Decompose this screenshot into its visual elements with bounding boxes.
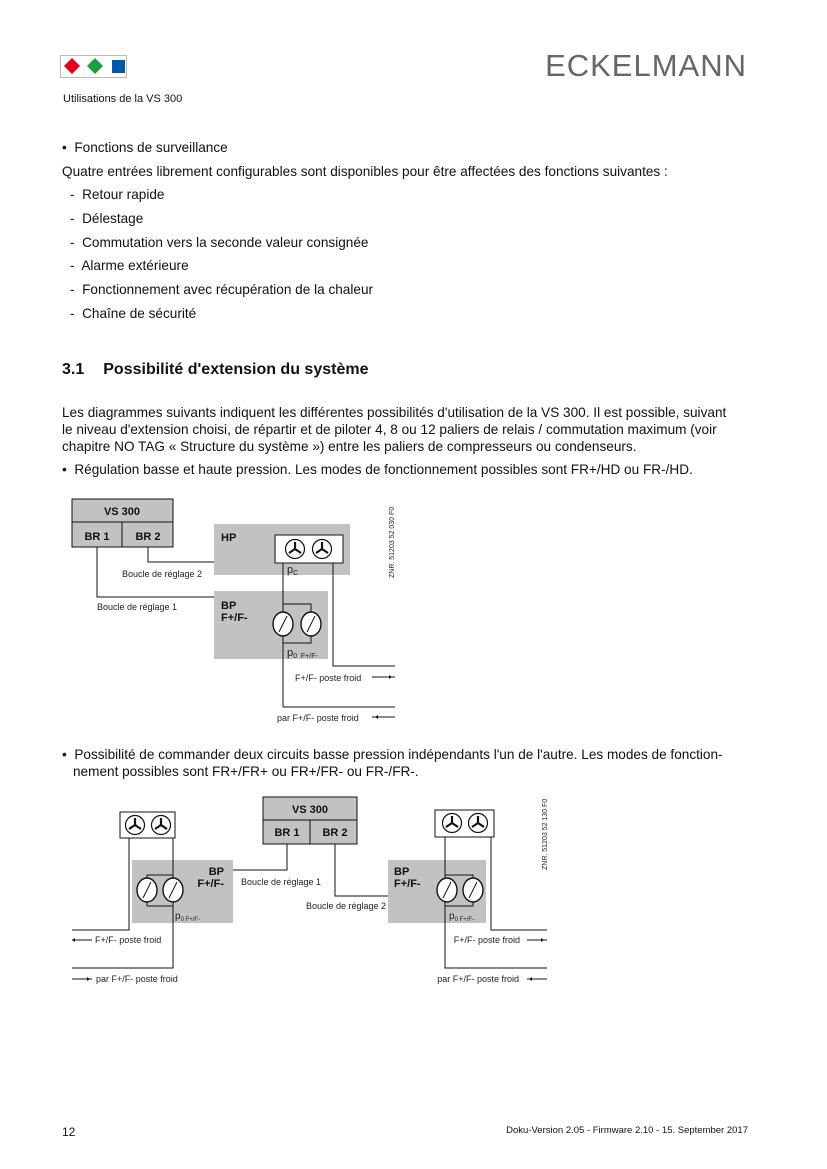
loop1-label: Boucle de réglage 1 <box>97 602 177 612</box>
output-label: F+/F- poste froid <box>454 935 520 945</box>
br2-label: BR 2 <box>322 827 347 839</box>
list-item-text: Chaîne de sécurité <box>82 306 197 321</box>
section-title: Possibilité d'extension du système <box>103 361 369 378</box>
brand-name: ECKELMANN <box>545 48 747 83</box>
reference-number: ZNR. 51203 52 130 F0 <box>542 799 549 870</box>
version-info: Doku-Version 2.05 - Firmware 2.10 - 15. … <box>506 1125 748 1136</box>
p0-symbol: p <box>449 911 455 922</box>
list-item-text: Fonctionnement avec récupération de la c… <box>82 282 374 297</box>
vs300-label: VS 300 <box>292 804 328 816</box>
list-item: - Délestage <box>70 211 144 226</box>
compressor-icon <box>436 877 458 903</box>
page-subtitle: Utilisations de la VS 300 <box>63 93 183 105</box>
loop1-label: Boucle de réglage 1 <box>241 877 321 887</box>
bp-mode-label: F+/F- <box>221 612 248 624</box>
p0-sub: 0 F+/F- <box>455 917 475 923</box>
list-item-text: Retour rapide <box>82 187 165 202</box>
bullet-text: Régulation basse et haute pression. Les … <box>74 462 693 477</box>
pc-sub: C <box>293 570 298 577</box>
list-item-text: Alarme extérieure <box>81 258 189 273</box>
hp-label: HP <box>221 532 236 544</box>
section-para-line: le niveau d'extension choisi, de réparti… <box>62 422 717 437</box>
loop2-label: Boucle de réglage 2 <box>122 569 202 579</box>
intro-lead: Quatre entrées librement configurables s… <box>62 164 668 179</box>
output-label: par F+/F- poste froid <box>96 974 178 984</box>
p0-symbol: p <box>287 647 293 659</box>
br1-label: BR 1 <box>274 827 299 839</box>
p0-symbol: p <box>175 911 181 922</box>
bp-mode-left: F+/F- <box>197 878 224 890</box>
eckelmann-logo <box>60 55 127 78</box>
section-para-line: chapitre NO TAG « Structure du système »… <box>62 439 637 454</box>
list-item: - Retour rapide <box>70 187 165 202</box>
loop2-label: Boucle de réglage 2 <box>306 901 386 911</box>
fan-icon <box>467 812 489 834</box>
pc-symbol: p <box>287 564 293 576</box>
compressor-icon <box>162 877 184 903</box>
list-item: - Commutation vers la seconde valeur con… <box>70 235 369 250</box>
p0-sub: 0 F+/F- <box>181 917 201 923</box>
list-item-text: Délestage <box>82 211 144 226</box>
bullet-surveillance: • Fonctions de surveillance <box>62 140 228 155</box>
list-item-text: Commutation vers la seconde valeur consi… <box>82 235 369 250</box>
fan-icon <box>441 812 463 834</box>
br1-label: BR 1 <box>84 531 109 543</box>
list-item: - Alarme extérieure <box>70 258 189 273</box>
bullet-two-circuits: • Possibilité de commander deux circuits… <box>62 747 723 762</box>
list-item: - Fonctionnement avec récupération de la… <box>70 282 374 297</box>
bullet-text: Possibilité de commander deux circuits b… <box>74 747 723 762</box>
output-label: F+/F- poste froid <box>95 935 161 945</box>
compressor-icon <box>136 877 158 903</box>
p0-label: p0 F+/F- <box>287 647 318 660</box>
page-number: 12 <box>62 1125 76 1139</box>
list-item: - Chaîne de sécurité <box>70 306 197 321</box>
compressor-icon <box>462 877 484 903</box>
pc-label: pC <box>287 564 298 577</box>
output-label: F+/F- poste froid <box>295 673 361 683</box>
section-para-line: Les diagrammes suivants indiquent les di… <box>62 405 727 420</box>
bullet-regulation: • Régulation basse et haute pression. Le… <box>62 462 693 477</box>
p0-label-right: p0 F+/F- <box>449 911 474 923</box>
section-number: 3.1 <box>62 361 85 378</box>
bp-label-left: BP <box>209 866 224 878</box>
output-label: par F+/F- poste froid <box>277 713 359 723</box>
output-label: par F+/F- poste froid <box>437 974 519 984</box>
fan-icon <box>150 814 172 836</box>
vs300-label: VS 300 <box>104 506 140 518</box>
p0-label-left: p0 F+/F- <box>175 911 200 923</box>
br2-label: BR 2 <box>135 531 160 543</box>
section-heading: 3.1 Possibilité d'extension du système <box>62 361 368 379</box>
p0-sub: 0 F+/F- <box>293 653 318 660</box>
bp-label-right: BP <box>394 866 409 878</box>
bp-mode-right: F+/F- <box>394 878 421 890</box>
fan-icon <box>124 814 146 836</box>
bullet-text: Fonctions de surveillance <box>74 140 228 155</box>
bp-label: BP <box>221 600 236 612</box>
reference-number: ZNR. 51203 52 030 F0 <box>389 507 396 578</box>
bullet-text-continued: nement possibles sont FR+/FR+ ou FR+/FR-… <box>73 764 419 779</box>
